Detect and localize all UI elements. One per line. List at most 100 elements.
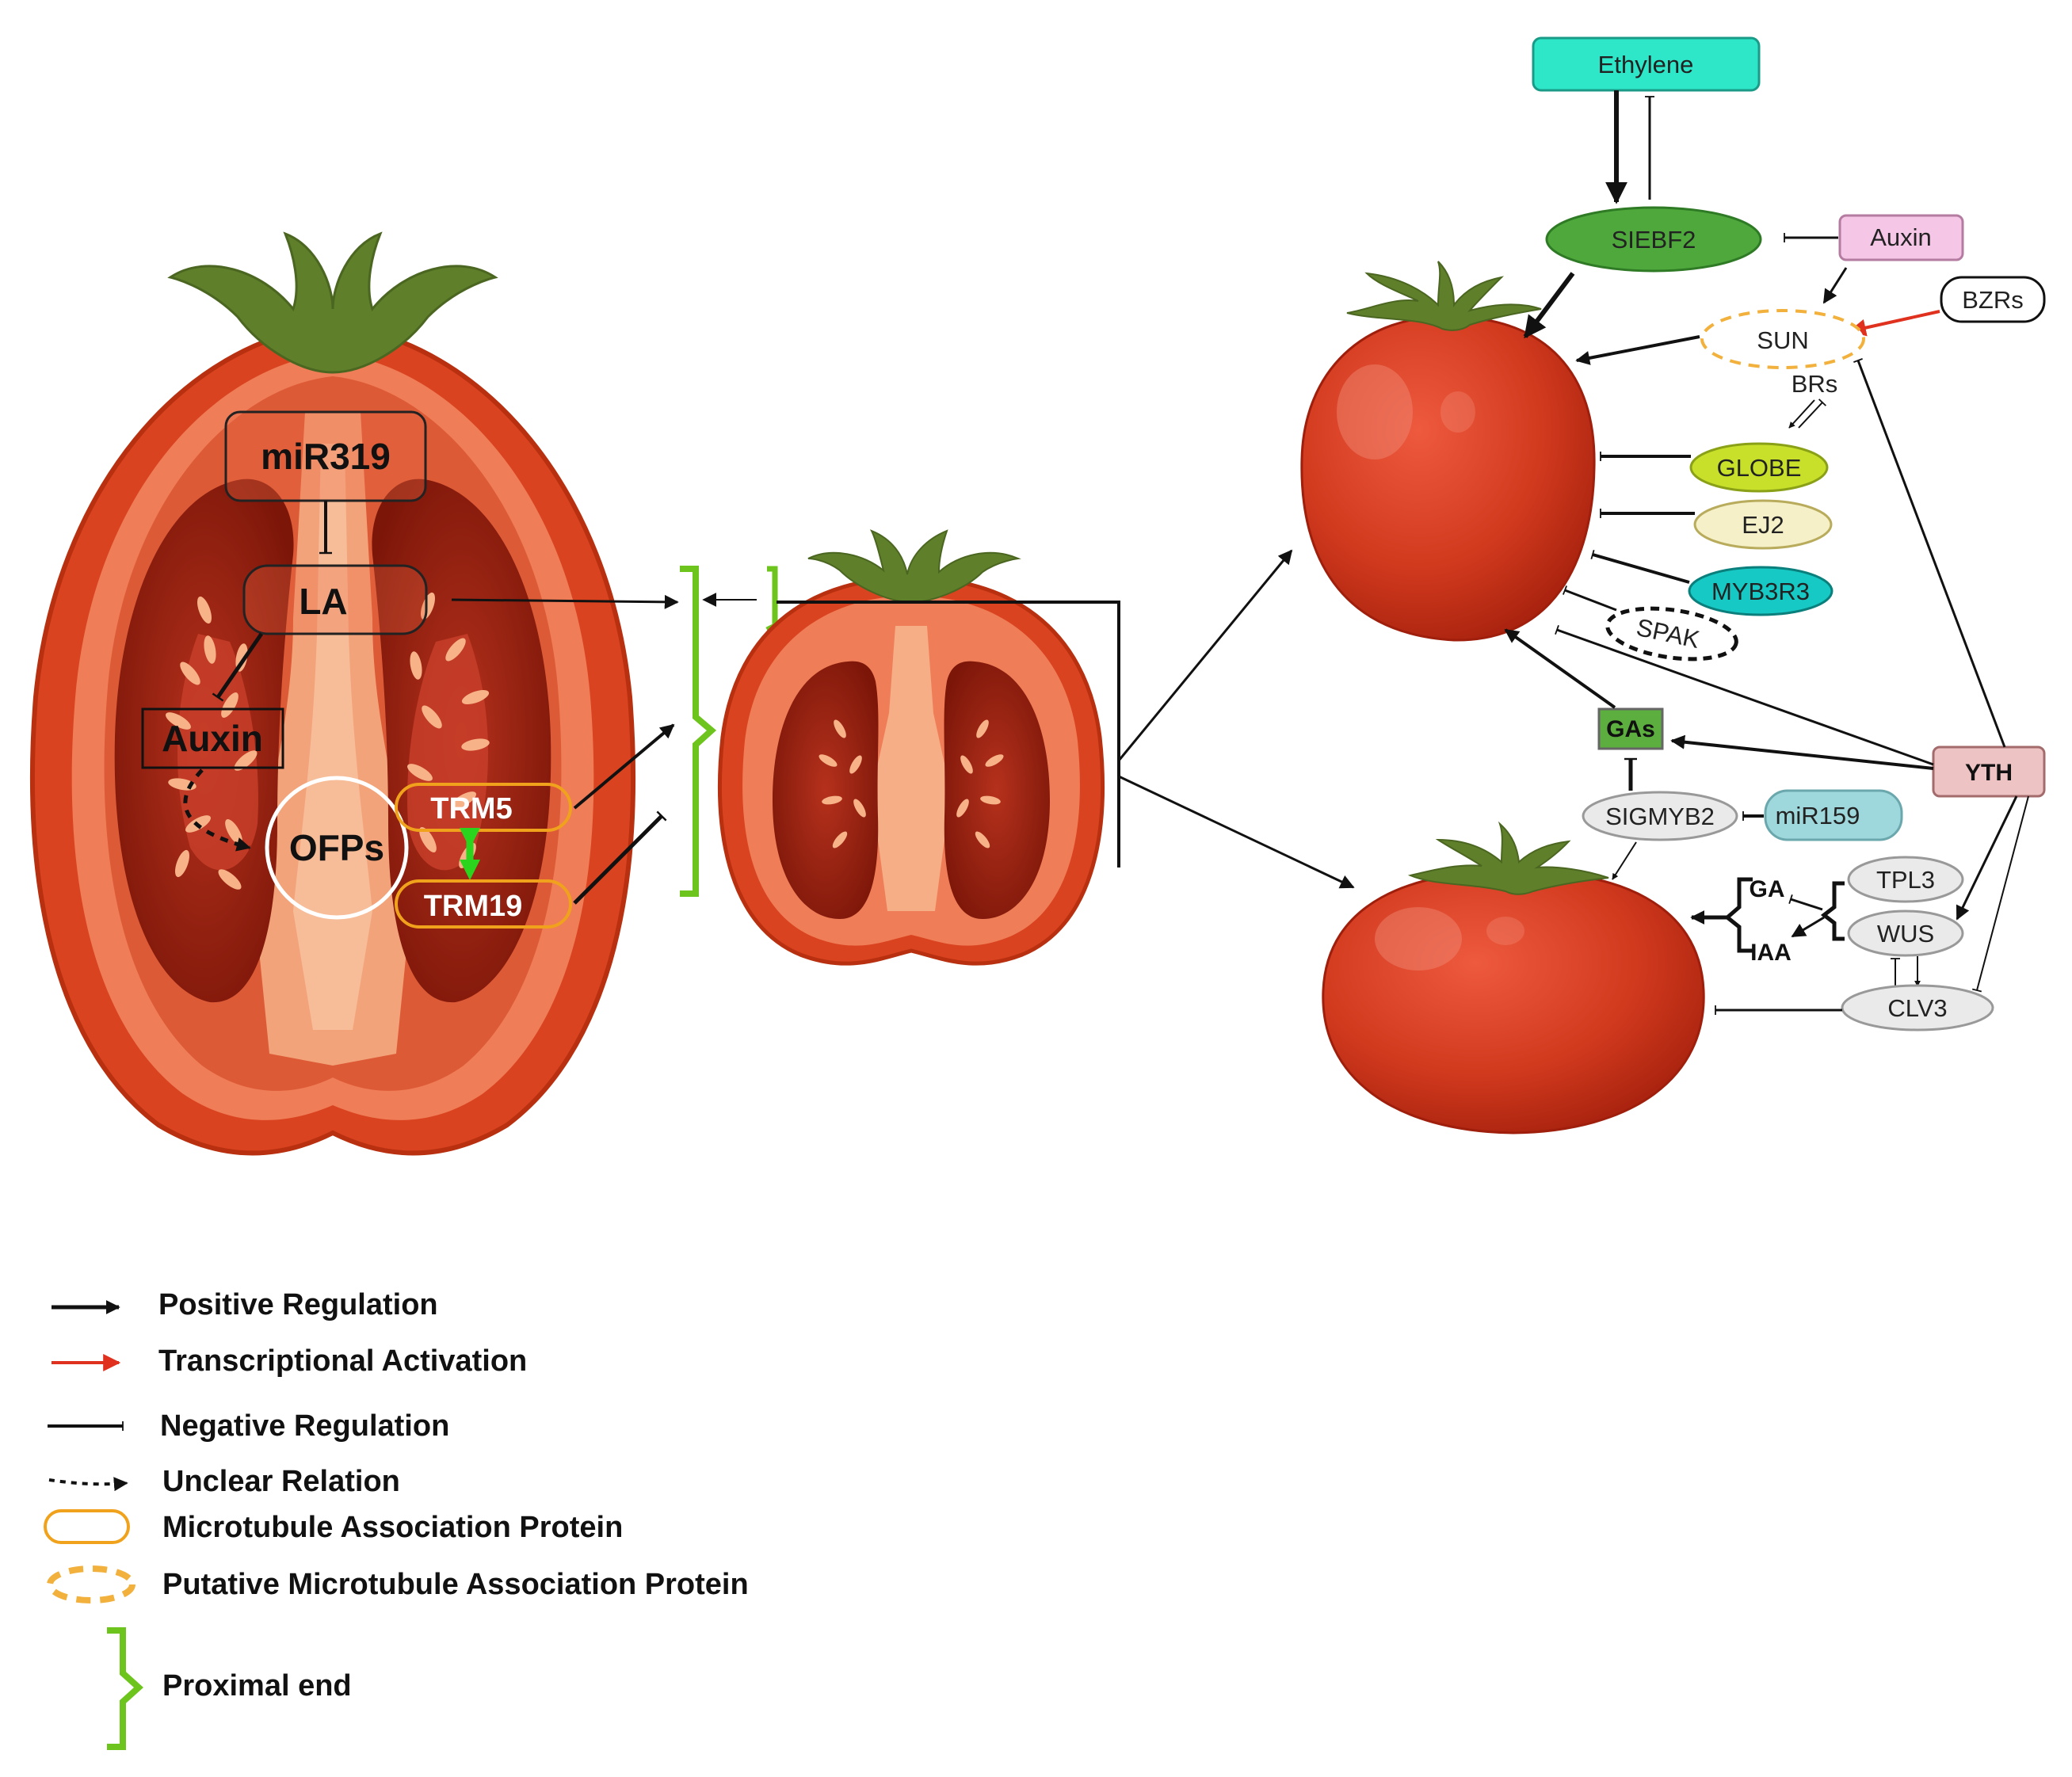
legend-putative-map: Putative Microtubule Association Protein [47, 1565, 749, 1603]
bzrs-activates-sun [1848, 310, 1940, 337]
middle-left-locule [773, 661, 879, 919]
middle-right-locule [944, 661, 1050, 919]
la-label: LA [299, 581, 347, 622]
auxin-promotes-sun [1822, 267, 1848, 304]
legend-positive: Positive Regulation [52, 1288, 438, 1321]
sigmyb2-promotes-fruit [1612, 841, 1637, 880]
legend-proximal-label: Proximal end [162, 1669, 352, 1703]
sun-node: SUN [1700, 309, 1865, 369]
wus-label: WUS [1877, 920, 1934, 948]
auxin-left-label: Auxin [162, 718, 263, 759]
sigmyb2-label: SIGMYB2 [1605, 803, 1715, 830]
trm19-label: TRM19 [424, 890, 523, 923]
globe-node: GLOBE [1689, 442, 1829, 493]
clv3-node: CLV3 [1841, 984, 1994, 1031]
tpl3-node: TPL3 [1847, 856, 1964, 903]
wus-node: WUS [1847, 909, 1964, 957]
ofps-node: OFPs [265, 776, 409, 920]
trm5-label: TRM5 [430, 792, 512, 826]
legend-map-swatch [44, 1509, 130, 1544]
bottom-right-tomato [1322, 821, 1705, 1134]
legend: Positive Regulation Transcriptional Acti… [44, 1288, 749, 1750]
sun-label: SUN [1757, 326, 1808, 354]
mir159-node: miR159 [1764, 789, 1903, 841]
ej2-node: EJ2 [1693, 499, 1833, 550]
legend-putative-map-swatch [47, 1565, 135, 1603]
iaa-label: IAA [1750, 940, 1792, 966]
myb3r3-node: MYB3R3 [1688, 566, 1834, 616]
top-right-calyx [1346, 261, 1542, 331]
trm19-inhibits-proximal [573, 810, 667, 905]
ethylene-label: Ethylene [1598, 51, 1694, 78]
bzrs-node: BZRs [1940, 276, 2046, 323]
middle-to-bottom-tomato [1118, 775, 1355, 889]
left-calyx [167, 231, 498, 374]
trm5-node: TRM5 [395, 783, 572, 832]
yth-promotes-wus [1956, 795, 2018, 921]
legend-negative-label: Negative Regulation [160, 1409, 449, 1443]
legend-proximal-bracket [107, 1627, 143, 1750]
legend-map: Microtubule Association Protein [44, 1509, 623, 1544]
yth-inhibits-fruit [1555, 625, 1934, 766]
middle-tomato-section [718, 529, 1105, 966]
sun-promotes-fruit [1575, 335, 1700, 365]
la-promotes-proximal [451, 594, 679, 609]
gas-promotes-fruit [1504, 628, 1616, 709]
bottom-right-calyx [1407, 821, 1609, 895]
globe-label: GLOBE [1717, 454, 1802, 482]
legend-unclear-arrow [48, 1477, 128, 1492]
gas-node: GAs [1597, 707, 1664, 750]
sigmyb2-node: SIGMYB2 [1582, 791, 1738, 841]
legend-proximal: Proximal end [107, 1627, 352, 1750]
middle-frame-line [777, 601, 1120, 868]
yth-promotes-gas [1670, 734, 1934, 770]
top-right-tomato [1300, 261, 1596, 642]
spak-inhibits-fruit [1563, 585, 1617, 612]
la-inhibits-auxin [212, 632, 264, 702]
yth-inhibits-sun [1853, 358, 2006, 748]
legend-unclear-label: Unclear Relation [162, 1465, 400, 1498]
brs-inhibits-up [1798, 398, 1826, 429]
siebf2-label: SIEBF2 [1612, 226, 1696, 254]
right-seeds [407, 592, 490, 868]
gas-label: GAs [1606, 716, 1655, 742]
brs-promotes-down [1788, 399, 1815, 429]
auxin-unclear-ofps [183, 768, 251, 852]
yth-node: YTH [1932, 746, 2046, 798]
legend-positive-label: Positive Regulation [158, 1288, 438, 1321]
legend-transcriptional-label: Transcriptional Activation [158, 1344, 527, 1378]
trm19-node: TRM19 [395, 879, 572, 929]
ethylene-node: Ethylene [1532, 36, 1761, 92]
bracket-inhibits-ga [1788, 894, 1823, 911]
spak-node: SPAK [1605, 606, 1738, 662]
left-tomato-section [30, 231, 635, 1156]
legend-transcriptional: Transcriptional Activation [52, 1344, 527, 1378]
legend-unclear: Unclear Relation [48, 1465, 400, 1498]
clv3-label: CLV3 [1887, 994, 1947, 1022]
myb3r3-label: MYB3R3 [1711, 578, 1810, 605]
myb3r3-inhibits-fruit [1590, 549, 1690, 584]
legend-putative-map-label: Putative Microtubule Association Protein [162, 1568, 749, 1601]
auxin-right-label: Auxin [1870, 223, 1932, 251]
auxin-right-node: Auxin [1838, 214, 1964, 261]
brs-label: BRs [1792, 370, 1838, 398]
tpl3-wus-bracket [1820, 881, 1845, 941]
tpl3-label: TPL3 [1876, 866, 1935, 894]
siebf2-promotes-fruit [1523, 272, 1575, 339]
middle-to-top-tomato [1117, 549, 1293, 761]
yth-label: YTH [1965, 760, 2013, 786]
auxin-left-node: Auxin [141, 707, 284, 769]
legend-negative: Negative Regulation [48, 1409, 449, 1443]
bracket-promotes-iaa [1791, 916, 1825, 938]
siebf2-node: SIEBF2 [1545, 206, 1762, 273]
la-node: LA [242, 564, 428, 635]
ofps-label: OFPs [289, 827, 384, 868]
bzrs-label: BZRs [1962, 286, 2024, 314]
ga-label: GA [1750, 876, 1785, 902]
middle-calyx [807, 529, 1021, 604]
ej2-label: EJ2 [1742, 511, 1784, 539]
mir159-label: miR159 [1776, 802, 1860, 829]
legend-map-label: Microtubule Association Protein [162, 1511, 623, 1544]
trm5-promotes-proximal [573, 723, 675, 810]
